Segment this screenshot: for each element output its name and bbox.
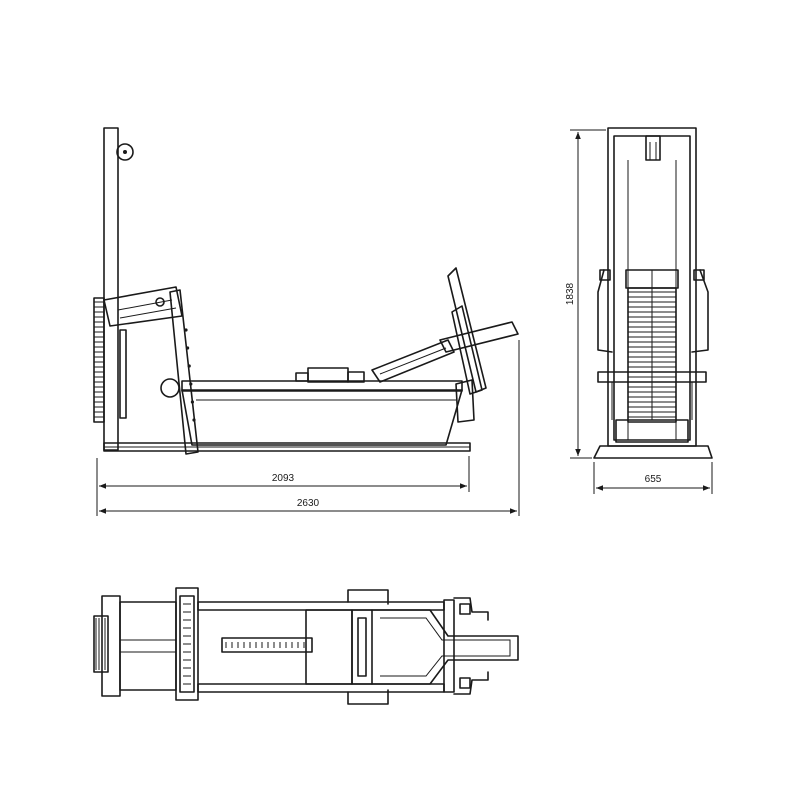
side-view <box>93 127 519 455</box>
weight-stack-plates <box>625 269 679 423</box>
footplate-carriage <box>295 267 519 423</box>
front-view <box>593 127 713 459</box>
dimension-label-2630: 2630 <box>297 498 320 509</box>
dimension-label-655: 655 <box>645 474 662 485</box>
seat-back-arm <box>103 286 199 455</box>
rear-upright <box>103 127 134 451</box>
weight-stack-side <box>93 297 127 423</box>
dimension-label-1838: 1838 <box>565 282 576 305</box>
dimension-label-2093: 2093 <box>272 473 295 484</box>
right-handle <box>691 269 709 353</box>
top-view <box>93 587 519 705</box>
left-handle <box>597 269 613 353</box>
base-frame <box>103 442 471 452</box>
sled-rail <box>181 380 463 446</box>
front-dimensions: 1838 655 <box>565 129 713 494</box>
side-dimensions: 2093 2630 <box>96 340 520 516</box>
